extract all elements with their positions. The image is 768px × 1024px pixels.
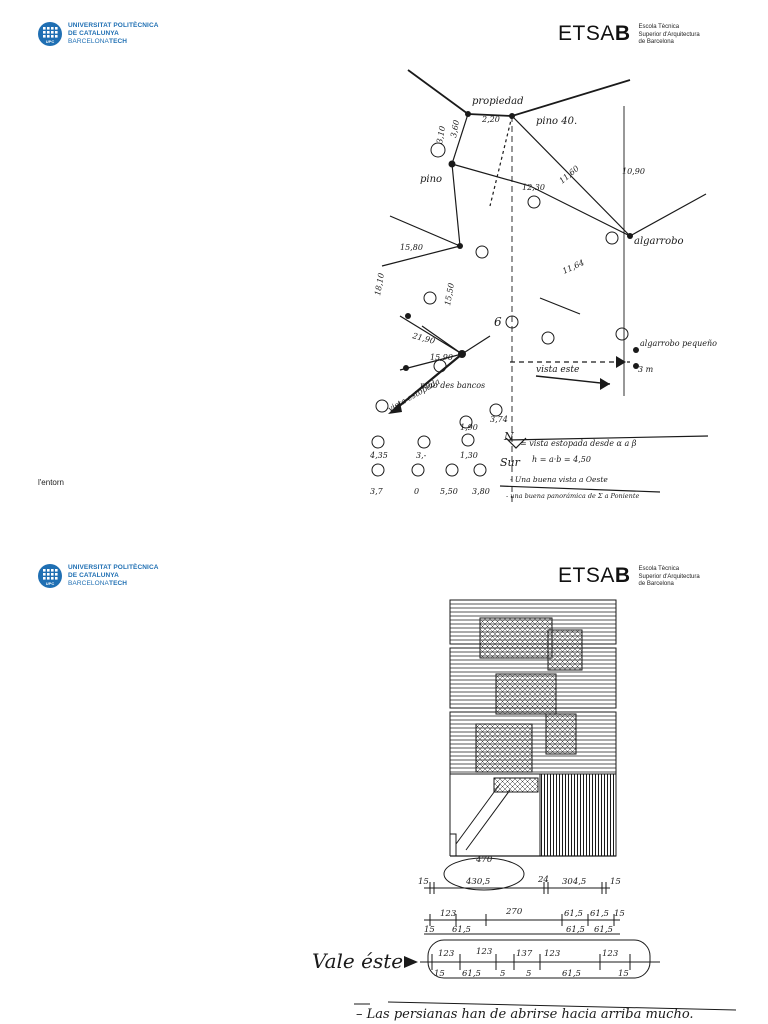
label-note: – Las persianas han de abrirse hacia arr… [356, 1007, 694, 1022]
upc-header: UPC UNIVERSITAT POLITÈCNICA DE CATALUNYA… [38, 564, 159, 588]
label-vista-estopada: vista estopada [387, 377, 442, 414]
dist-d4: 12,30 [522, 183, 545, 192]
label-formula: h = a·b = 4,50 [532, 455, 591, 464]
dist-d5: 11,64 [561, 258, 586, 276]
etsab-logo: ETSAB [558, 564, 631, 588]
label-buena-oeste: - Una buena vista a Oeste [510, 475, 608, 484]
dim-r4d: 123 [544, 949, 560, 959]
upc-line-3a: BARCELONA [68, 580, 109, 587]
etsab-mark-a: ETSA [558, 22, 615, 45]
dim-r1d: 304,5 [562, 877, 586, 887]
label-garrofo-peq: algarrobo pequeño [640, 339, 717, 348]
label-pino: pino [420, 174, 442, 185]
dist-d12: 3,60 [449, 119, 461, 138]
dim-r5e: 61,5 [562, 969, 581, 979]
label-vale: Vale éste [312, 949, 403, 973]
dim-r1e: 15 [610, 877, 621, 887]
etsab-sub-1: Escola Tècnica [638, 24, 680, 30]
upc-header: UPC UNIVERSITAT POLITÈCNICA DE CATALUNYA… [38, 22, 159, 46]
dim-r2b: 270 [505, 907, 523, 917]
upc-line-1: UNIVERSITAT POLITÈCNICA [68, 564, 159, 571]
dim-r4c: 137 [516, 949, 533, 959]
upc-badge: UPC [46, 581, 55, 586]
dist-d15: 1,30 [460, 451, 478, 460]
dim-r2d: 61,5 [590, 909, 609, 919]
upc-line-3: BARCELONATECH [68, 38, 159, 46]
etsab-sub-3: de Barcelona [638, 39, 674, 45]
dist-d17: 3,- [416, 451, 427, 460]
label-buena-pan: - una buena panorámica de Σ a Poniente [506, 492, 639, 500]
etsab-sub-1: Escola Tècnica [638, 566, 680, 572]
dist-d6: 15,80 [400, 243, 423, 252]
site-survey-sketch: propiedad pino 40. pino algarrobo algarr… [369, 69, 717, 502]
dim-r1a: 15 [418, 877, 429, 887]
label-vista-est: vista este [536, 365, 579, 375]
upc-logo-icon: UPC [38, 564, 62, 588]
dim-r3c: 61,5 [566, 925, 585, 935]
dist-d20: 5,50 [440, 487, 458, 496]
dim-total: 470 [475, 855, 493, 865]
dim-r5b: 61,5 [462, 969, 481, 979]
label-garrofo: algarrobo [634, 236, 684, 247]
dist-d10: 15,90 [430, 353, 453, 362]
upc-logo-icon: UPC [38, 22, 62, 46]
label-sur: Sur [500, 456, 521, 469]
dist-d11: 3,10 [435, 125, 447, 144]
dim-r5c: 5 [500, 969, 505, 979]
dim-r4e: 123 [602, 949, 618, 959]
etsab-mark-a: ETSA [558, 564, 615, 587]
dim-r5f: 15 [618, 969, 629, 979]
etsab-sub-3: de Barcelona [638, 581, 674, 587]
etsab-sub-2: Superior d'Arquitectura [638, 31, 700, 38]
dist-d2: 10,90 [622, 167, 645, 176]
dim-r4a: 123 [438, 949, 454, 959]
dist-d1: 2,20 [481, 115, 500, 124]
upc-badge: UPC [46, 39, 55, 44]
dist-d8: 15,50 [443, 282, 456, 306]
upc-line-1: UNIVERSITAT POLITÈCNICA [68, 22, 159, 29]
facade-elevation-sketch: 470 15 430,5 24 304,5 15 123 270 61,5 61… [312, 599, 737, 1022]
dim-r1b: 430,5 [465, 877, 490, 887]
upc-line-2: DE CATALUNYA [68, 572, 119, 579]
dim-r2e: 15 [614, 909, 625, 919]
dim-r3d: 61,5 [594, 925, 613, 935]
label-propiedad: propiedad [472, 96, 523, 107]
etsab-mark-b: B [614, 22, 631, 45]
etsab-header: ETSAB Escola Tècnica Superior d'Arquitec… [558, 22, 700, 47]
etsab-header: ETSAB Escola Tècnica Superior d'Arquitec… [558, 564, 700, 589]
upc-line-3b: TECH [109, 38, 128, 45]
dim-r2c: 61,5 [564, 909, 583, 919]
dist-d23: 6 [494, 315, 502, 329]
label-pino40: pino 40. [536, 116, 577, 127]
facade-drawing [449, 599, 617, 857]
label-vista-line: = vista estopada desde α a β [520, 439, 637, 448]
label-pinos-bancos: pino des bancos [420, 381, 485, 390]
dist-d13: 3,74 [490, 415, 508, 424]
dist-d18: 3,7 [370, 487, 384, 496]
upc-line-3: BARCELONATECH [68, 580, 159, 588]
label-norte: N [503, 430, 514, 443]
dist-d14: 1,90 [460, 423, 478, 432]
dist-d7: 18,10 [373, 272, 386, 296]
upc-line-2: DE CATALUNYA [68, 30, 119, 37]
slide-caption: l'entorn [38, 478, 64, 487]
etsab-sub-2: Superior d'Arquitectura [638, 573, 700, 580]
etsab-logo: ETSAB [558, 22, 631, 46]
etsab-mark-b: B [614, 564, 631, 587]
dim-r5d: 5 [526, 969, 531, 979]
dim-r5a: 15 [434, 969, 445, 979]
slide-facade: UPC UNIVERSITAT POLITÈCNICA DE CATALUNYA… [0, 548, 768, 1024]
dist-d16: 4,35 [369, 451, 388, 460]
dim-r1c: 24 [537, 875, 549, 885]
dist-d22: 3 m [638, 365, 654, 374]
dim-r2a: 123 [440, 909, 456, 919]
slide-entorn: UPC UNIVERSITAT POLITÈCNICA DE CATALUNYA… [38, 22, 718, 502]
dim-r3a: 15 [424, 925, 435, 935]
dist-d21: 3,80 [472, 487, 490, 496]
dim-r3b: 61,5 [452, 925, 471, 935]
dist-d19: 0 [414, 487, 419, 496]
upc-line-3b: TECH [109, 580, 128, 587]
upc-line-3a: BARCELONA [68, 38, 109, 45]
dim-r4b: 123 [476, 947, 492, 957]
